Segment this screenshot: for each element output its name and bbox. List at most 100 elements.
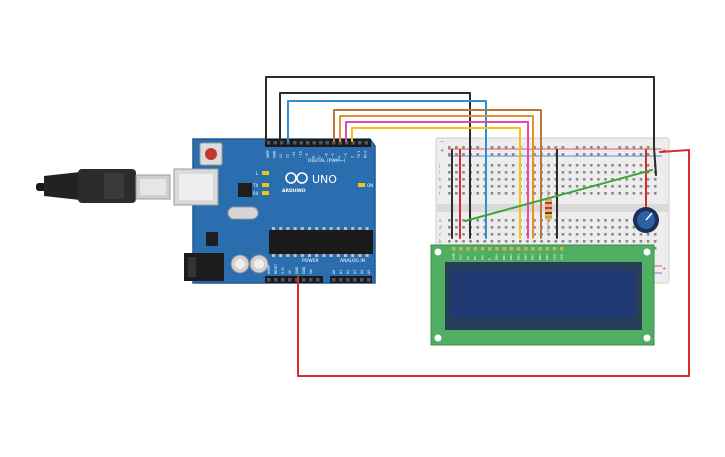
reset-button-cap bbox=[205, 148, 217, 160]
header-pin-label: 7 bbox=[318, 156, 322, 158]
lcd-pin[interactable] bbox=[538, 247, 542, 251]
model-label: UNO bbox=[312, 173, 337, 186]
wire-brown[interactable] bbox=[333, 109, 542, 239]
header-pin[interactable] bbox=[338, 141, 343, 145]
mount-hole bbox=[643, 248, 651, 256]
lcd-pin-label: LED bbox=[552, 253, 556, 260]
header-pin[interactable] bbox=[288, 278, 292, 282]
lcd-pin[interactable] bbox=[459, 247, 463, 251]
header-pin[interactable] bbox=[267, 141, 271, 145]
rail-plus-label: + bbox=[662, 266, 666, 272]
led-rx bbox=[262, 191, 269, 195]
wire-5v[interactable] bbox=[297, 149, 690, 377]
lcd-pin[interactable] bbox=[560, 247, 564, 251]
header-pin[interactable] bbox=[319, 141, 323, 145]
lcd-pin-label: DB5 bbox=[531, 254, 535, 260]
potentiometer[interactable] bbox=[633, 207, 659, 233]
lcd-pin[interactable] bbox=[452, 247, 456, 251]
digital-label: DIGITAL (PWM~) bbox=[308, 158, 346, 164]
header-pin[interactable] bbox=[295, 278, 299, 282]
power-label: POWER bbox=[302, 258, 319, 264]
header-pin[interactable] bbox=[346, 278, 350, 282]
lcd-pin-label: V0 bbox=[466, 256, 470, 260]
header-pin[interactable] bbox=[293, 141, 297, 145]
wire-pink[interactable] bbox=[345, 121, 529, 239]
lcd-pin[interactable] bbox=[552, 247, 557, 251]
header-pin[interactable] bbox=[273, 141, 278, 145]
lcd-pin[interactable] bbox=[495, 247, 499, 251]
lcd-pin-label: LED bbox=[560, 253, 564, 260]
row-letter: e bbox=[439, 218, 442, 223]
header-pin-label: IOREF bbox=[267, 264, 271, 274]
header-pin-label: A0 bbox=[332, 270, 336, 274]
header-pin[interactable] bbox=[353, 278, 357, 282]
row-letter: f bbox=[439, 191, 441, 196]
rail-minus-label: − bbox=[440, 139, 444, 145]
row-letter: g bbox=[439, 184, 442, 189]
header-pin-label: ~5 bbox=[331, 153, 335, 158]
lcd-pin-label: DB6 bbox=[538, 254, 542, 260]
wire-gnd-2[interactable] bbox=[279, 92, 471, 239]
wire-orange[interactable] bbox=[339, 115, 534, 239]
tx-label: TX bbox=[252, 183, 258, 188]
lcd-pin-label: E bbox=[488, 258, 492, 260]
header-pin[interactable] bbox=[299, 141, 304, 145]
row-letter: j bbox=[438, 163, 440, 168]
header-pin-label: 3.3V bbox=[281, 266, 285, 274]
lcd-pin-label: DB4 bbox=[524, 254, 528, 260]
wire-green[interactable] bbox=[464, 169, 653, 222]
led-tx bbox=[262, 183, 269, 187]
arduino-logo-icon bbox=[285, 172, 308, 184]
resistor bbox=[545, 190, 552, 232]
header-pin-label: A3 bbox=[353, 270, 357, 274]
header-pin-label: A4 bbox=[360, 270, 364, 274]
header-pin[interactable] bbox=[367, 278, 371, 282]
header-pin[interactable] bbox=[325, 141, 330, 145]
lcd-pin[interactable] bbox=[545, 247, 550, 251]
header-pin[interactable] bbox=[280, 141, 284, 145]
header-pin[interactable] bbox=[339, 278, 343, 282]
header-pin[interactable] bbox=[351, 141, 356, 145]
wire-yellow[interactable] bbox=[351, 127, 521, 239]
brand-label: ARDUINO bbox=[282, 188, 306, 194]
header-pin[interactable] bbox=[281, 278, 285, 282]
lcd-pin[interactable] bbox=[509, 247, 514, 251]
lcd-pin[interactable] bbox=[473, 247, 478, 251]
header-pin[interactable] bbox=[332, 141, 336, 145]
header-pin-label: GND bbox=[302, 266, 306, 274]
header-pin[interactable] bbox=[267, 278, 271, 282]
wire-gnd-top[interactable] bbox=[265, 76, 657, 176]
header-pin[interactable] bbox=[316, 278, 320, 282]
header-pin[interactable] bbox=[345, 141, 349, 145]
header-pin-label: ~3 bbox=[344, 153, 348, 158]
lcd-pin[interactable] bbox=[502, 247, 506, 251]
lcd-pin[interactable] bbox=[531, 247, 535, 251]
header-pin[interactable] bbox=[332, 278, 336, 282]
lcd-pin[interactable] bbox=[480, 247, 485, 251]
header-pin[interactable] bbox=[306, 141, 310, 145]
header-pin[interactable] bbox=[286, 141, 291, 145]
header-pin[interactable] bbox=[302, 278, 306, 282]
mount-hole bbox=[434, 334, 442, 342]
lcd-pin[interactable] bbox=[466, 247, 470, 251]
header-pin-label: 2 bbox=[351, 156, 355, 158]
wire-blue[interactable] bbox=[287, 100, 487, 239]
header-pin-label: 5V bbox=[288, 269, 292, 274]
row-letter: h bbox=[439, 177, 442, 182]
power-header bbox=[265, 276, 323, 283]
header-pin[interactable] bbox=[358, 141, 362, 145]
lcd-pin[interactable] bbox=[488, 247, 492, 251]
header-pin[interactable] bbox=[312, 141, 317, 145]
header-pin[interactable] bbox=[309, 278, 313, 282]
lcd-pin[interactable] bbox=[516, 247, 521, 251]
l-label: L bbox=[256, 171, 259, 176]
header-pin-label: ~6 bbox=[325, 153, 329, 158]
header-pin[interactable] bbox=[360, 278, 364, 282]
header-pin-label: ~10 bbox=[299, 151, 303, 158]
header-pin[interactable] bbox=[364, 141, 369, 145]
header-pin[interactable] bbox=[274, 278, 278, 282]
header-pin-label: A1 bbox=[339, 270, 343, 274]
lcd-pin[interactable] bbox=[524, 247, 528, 251]
